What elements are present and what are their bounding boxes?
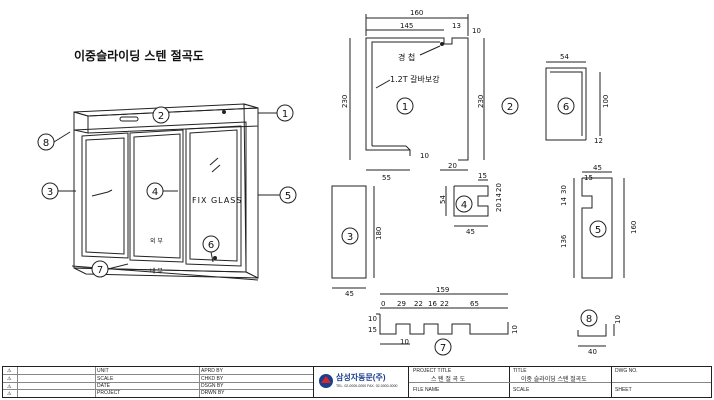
rev-mark-1: ⚠ xyxy=(7,368,12,374)
callout-7: 7 xyxy=(97,265,103,276)
s5-dim-left-c: 136 xyxy=(560,234,568,248)
company-name: 삼성자동문(주) xyxy=(336,373,386,382)
callout-2: 2 xyxy=(158,111,164,122)
s6-dim-height: 100 xyxy=(602,95,610,108)
s7-dim-d: 16 xyxy=(428,300,437,308)
s6-dim-bottom: 12 xyxy=(594,137,603,145)
s7-dim-f: 65 xyxy=(470,300,479,308)
s1-dim-height-left: 230 xyxy=(341,95,349,108)
s3-dim-bottom: 45 xyxy=(345,290,354,298)
tb-drwn: DRWN BY xyxy=(201,390,225,396)
s7-dim-b: 29 xyxy=(397,300,406,308)
outside-label: 외 부 xyxy=(150,238,163,245)
s2-num: 2 xyxy=(507,102,513,113)
s4-num: 4 xyxy=(461,200,467,211)
s7-dim-c: 22 xyxy=(414,300,423,308)
tb-project: PROJECT xyxy=(97,390,121,396)
s5-dim-height: 160 xyxy=(630,221,638,234)
company-logo-block: 삼성자동문(주) TEL. 02-0000-0000 FAX. 02-0000-… xyxy=(313,367,409,397)
s1-dim-bottom-left: 55 xyxy=(382,174,391,182)
s1-dim-top-inner: 145 xyxy=(400,22,413,30)
tb-dsgn: DSGN BY xyxy=(201,383,224,389)
section-4-profile xyxy=(445,179,489,227)
inside-label: 내 부 xyxy=(150,267,163,275)
s4-dim-left: 54 xyxy=(439,195,447,204)
front-callouts xyxy=(37,104,297,278)
s4-dim-right-b: 14 xyxy=(495,193,503,202)
tb-scale-label: SCALE xyxy=(513,387,530,393)
s5-dim-left-a: 30 xyxy=(560,185,568,194)
tb-file-name-label: FILE NAME xyxy=(413,387,440,393)
s1-dim-notch-h: 10 xyxy=(472,27,481,35)
section-8-profile xyxy=(577,324,615,347)
tb-title-label: TITLE xyxy=(513,368,527,374)
s1-dim-top: 160 xyxy=(410,9,423,17)
tb-unit: UNIT xyxy=(97,368,109,374)
tb-scale: SCALE xyxy=(97,376,114,382)
s7-dim-h: 10 xyxy=(368,315,377,323)
s1-dim-bottom-right: 20 xyxy=(448,162,457,170)
s8-num: 8 xyxy=(586,314,592,325)
callout-8: 8 xyxy=(43,138,49,149)
section-5-profile xyxy=(573,171,625,279)
section-7-profile xyxy=(376,293,509,345)
s1-dim-notch: 13 xyxy=(452,22,461,30)
tb-aprd: APRD BY xyxy=(201,368,223,374)
s7-num: 7 xyxy=(440,343,446,354)
tb-title-value: 이중 슬라이딩 스텐 절곡도 xyxy=(521,377,587,383)
s1-dim-height-right: 230 xyxy=(477,95,485,108)
callout-1: 1 xyxy=(282,109,288,120)
rev-mark-3: ⚠ xyxy=(7,384,12,390)
callout-4: 4 xyxy=(152,187,158,198)
s5-dim-notch: 15 xyxy=(584,174,593,182)
rev-mark-2: ⚠ xyxy=(7,376,12,382)
s4-dim-right-a: 20 xyxy=(495,183,503,192)
s7-dim-a: 0 xyxy=(381,300,385,308)
s4-dim-top: 15 xyxy=(478,172,487,180)
company-logo-icon xyxy=(319,374,333,388)
callout-5: 5 xyxy=(285,191,291,202)
s5-num: 5 xyxy=(595,225,601,236)
s6-dim-top: 54 xyxy=(560,53,569,61)
s1-label-steel: 1.2T 갈바보강 xyxy=(390,74,440,84)
tb-project-title-label: PROJECT TITLE xyxy=(413,368,452,374)
s1-label-bolt: 경 첩 xyxy=(398,52,415,62)
s8-dim-bottom: 40 xyxy=(588,348,597,356)
tb-project-title: 스 텐 절 곡 도 xyxy=(431,377,466,383)
s5-dim-left-b: 14 xyxy=(560,197,568,206)
callout-6: 6 xyxy=(208,240,214,251)
company-contact: TEL. 02-0000-0000 FAX. 02-0000-0000 xyxy=(336,384,398,388)
front-elevation xyxy=(71,103,259,281)
s7-dim-total: 159 xyxy=(436,286,449,294)
tb-sheet-label: SHEET xyxy=(615,387,632,393)
title-block: ⚠ ⚠ ⚠ ⚠ UNIT SCALE DATE PROJECT APRD BY … xyxy=(2,366,712,398)
s6-num: 6 xyxy=(563,102,569,113)
section-1-profile xyxy=(349,14,485,171)
s7-dim-e: 22 xyxy=(440,300,449,308)
s7-dim-left-h: 15 xyxy=(368,326,377,334)
fix-glass-label: FIX GLASS xyxy=(192,196,242,205)
s3-num: 3 xyxy=(347,232,353,243)
s7-dim-hh: 10 xyxy=(511,325,519,334)
section-3-profile xyxy=(331,185,375,289)
callout-3: 3 xyxy=(47,187,53,198)
tb-dwg-label: DWG NO. xyxy=(615,368,638,374)
s3-dim-height: 180 xyxy=(375,227,383,240)
s5-dim-top: 45 xyxy=(593,164,602,172)
section-6-profile xyxy=(545,61,601,141)
s1-num: 1 xyxy=(402,102,408,113)
s7-dim-bottom: 10 xyxy=(400,338,409,346)
s1-dim-bottom-gap: 10 xyxy=(420,152,429,160)
tb-chkd: CHKD BY xyxy=(201,376,224,382)
s8-dim-h: 10 xyxy=(614,315,622,324)
drawing-title: 이중슬라이딩 스텐 절곡도 xyxy=(74,48,204,63)
s4-dim-bottom: 45 xyxy=(466,228,475,236)
rev-mark-4: ⚠ xyxy=(7,391,12,397)
s4-dim-right-c: 20 xyxy=(495,203,503,212)
tb-date: DATE xyxy=(97,383,110,389)
